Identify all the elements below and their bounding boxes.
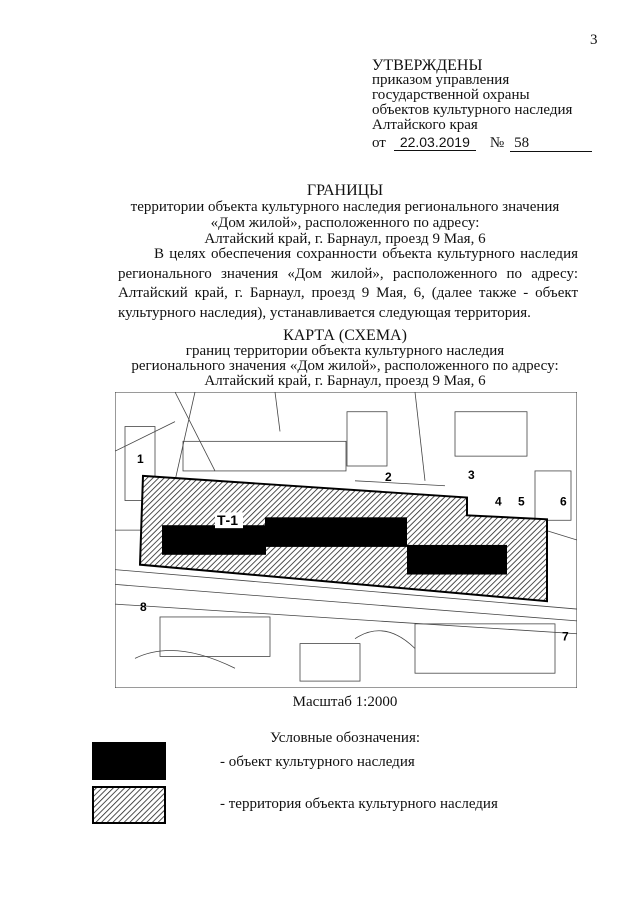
point-label: 1 [137, 452, 144, 466]
point-label: 4 [495, 495, 502, 509]
heritage-object-block [407, 544, 507, 575]
number-prefix: № [489, 135, 505, 151]
heading: ГРАНИЦЫ территории объекта культурного н… [0, 182, 640, 248]
heritage-object-block [162, 525, 266, 555]
legend-swatch-object [92, 742, 166, 780]
point-label: 7 [562, 630, 569, 644]
point-label: 8 [140, 600, 147, 614]
approval-line: приказом управления [372, 72, 510, 88]
boundary-map: Т-1 1 2 3 4 5 6 7 8 [115, 392, 577, 688]
heading-line: территории объекта культурного наследия … [130, 199, 560, 215]
date-prefix: от [372, 135, 386, 151]
order-date: 22.03.2019 [393, 135, 476, 151]
map-scale: Масштаб 1:2000 [292, 694, 398, 710]
legend-label: - территория объекта культурного наследи… [220, 796, 498, 812]
zone-label-bg [215, 512, 243, 529]
legend-title: Условные обозначения: [269, 730, 421, 746]
approval-line: государственной охраны [372, 87, 530, 103]
heading-line: Алтайский край, г. Барнаул, проезд 9 Мая… [204, 231, 486, 247]
legend-swatch-territory [92, 786, 166, 824]
approval-title: УТВЕРЖДЕНЫ [372, 57, 483, 74]
order-number: 58 [510, 136, 593, 152]
heading-title: ГРАНИЦЫ [306, 182, 384, 199]
body-paragraph: В целях обеспечения сохранности объекта … [118, 246, 578, 321]
map-heading-line: регионального значения «Дом жилой», расп… [131, 358, 559, 374]
approval-block: УТВЕРЖДЕНЫ приказом управления государст… [372, 57, 593, 152]
heading-line: «Дом жилой», расположенного по адресу: [210, 215, 480, 231]
map-heading-line: границ территории объекта культурного на… [185, 343, 505, 359]
page-number: 3 [590, 32, 598, 48]
point-label: 2 [385, 470, 392, 484]
zone-label: Т-1 [217, 512, 238, 528]
point-label: 3 [468, 468, 475, 482]
approval-line: объектов культурного наследия [372, 102, 573, 118]
map-heading-line: Алтайский край, г. Барнаул, проезд 9 Мая… [204, 373, 486, 389]
map-title: КАРТА (СХЕМА) [283, 327, 407, 344]
heritage-object-block [265, 517, 407, 547]
approval-line: Алтайского края [372, 117, 478, 133]
topographic-base [115, 392, 577, 682]
legend-label: - объект культурного наследия [220, 754, 415, 770]
map-heading: КАРТА (СХЕМА) границ территории объекта … [0, 328, 640, 389]
point-label: 5 [518, 495, 525, 509]
point-label: 6 [560, 495, 567, 509]
